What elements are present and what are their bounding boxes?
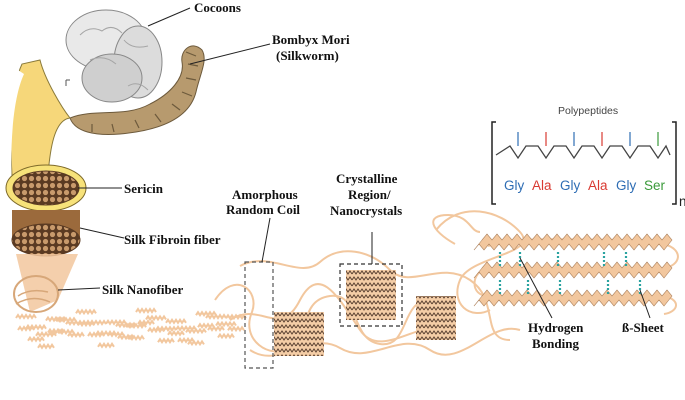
beta-sheet-label: ß-Sheet (622, 320, 665, 335)
nanofibril-chain (15, 307, 247, 350)
sericin-label: Sericin (124, 181, 164, 196)
amorphous-pointer (261, 217, 271, 263)
crystal-block (346, 270, 396, 320)
nanofibril-segment (127, 334, 145, 342)
beta-sheet-pointer (639, 289, 651, 319)
residue-labels: Gly Ala Gly Ala Gly Ser (504, 178, 666, 193)
nanofibril-segment (195, 310, 217, 317)
random-coil (435, 210, 525, 315)
right-bracket (672, 121, 677, 205)
silkworm-illustration (69, 45, 205, 135)
nanofibril-segment (187, 339, 205, 347)
cocoons-pointer (147, 7, 191, 27)
nanofibril-segment (227, 325, 245, 333)
nanofibril-segment (155, 325, 177, 333)
nanofibril-segment (85, 319, 107, 326)
residue-gly: Gly (504, 178, 525, 193)
crystal-block (274, 312, 324, 356)
nanofibril-segment (167, 330, 185, 337)
nanofibril-segment (67, 331, 85, 338)
silk-nanofiber-label: Silk Nanofiber (102, 282, 183, 297)
amorphous-label: Amorphous (232, 187, 298, 202)
crystalline-blocks (244, 261, 456, 369)
nanofibril-segment (205, 313, 227, 320)
random-coil-label: Random Coil (226, 202, 300, 217)
cocoons-illustration (65, 9, 163, 103)
nanofibril-segment (35, 331, 57, 338)
bombyx-mori-label: Bombyx Mori (272, 32, 350, 47)
amorphous-highlight-box (244, 261, 274, 369)
region-label: Region/ (348, 187, 391, 202)
beta-strands (473, 233, 673, 307)
nanofibril-segment (37, 343, 55, 350)
residue-ala: Ala (588, 178, 608, 193)
crystalline-label: Crystalline (336, 171, 398, 186)
left-bracket (491, 121, 496, 205)
random-coil (229, 283, 441, 343)
hydrogen-label: Hydrogen (528, 320, 584, 335)
nanofibril-segment (27, 335, 45, 343)
pointer-lines (57, 7, 651, 319)
nanofibril-segment (107, 331, 125, 338)
nanofibril-segment (177, 336, 195, 344)
peptide-backbone (495, 132, 671, 160)
nanofibril-segment (197, 322, 215, 329)
silk-fibroin-fiber-label: Silk Fibroin fiber (124, 232, 221, 247)
nanofibril-segment (57, 328, 75, 336)
repeat-subscript: n (679, 194, 685, 209)
bonding-label: Bonding (532, 336, 579, 351)
cocoons-label: Cocoons (194, 0, 241, 15)
polypeptide-formula: Polypeptides Gly Ala Gly Ala Gly Ser n (491, 105, 685, 209)
crystal-block (416, 296, 456, 340)
nanofibril-segment (97, 341, 115, 349)
residue-gly: Gly (560, 178, 581, 193)
nanofiber-pointer (57, 287, 101, 291)
nanofibril-segment (217, 332, 235, 340)
nanofibril-segment (25, 323, 47, 331)
silkworm-label: (Silkworm) (276, 48, 339, 63)
nanofibril-segment (207, 325, 225, 332)
crystalline-highlight-box (339, 263, 403, 327)
hbond-pointer (519, 257, 553, 319)
nanofibril-segment (125, 322, 147, 330)
nanofibril-segment (215, 320, 237, 328)
nanofibril-segment (137, 319, 155, 326)
beta-sheet-structure (432, 213, 679, 315)
residue-ser: Ser (644, 178, 666, 193)
nanofibril-segment (135, 307, 157, 314)
nanofibril-segment (15, 313, 37, 320)
nanocrystals-label: Nanocrystals (330, 203, 402, 218)
beta-strand (473, 261, 673, 279)
fibroin-pointer (79, 227, 125, 239)
backbone-line (495, 144, 671, 160)
silkworm-pointer (189, 43, 271, 65)
beta-strand (473, 233, 673, 251)
nanofibril-segment (185, 327, 207, 335)
fiber-hierarchy-illustration (5, 59, 87, 313)
nanofibril-segment (75, 308, 97, 316)
residue-ala: Ala (532, 178, 552, 193)
nanofibril-segment (157, 337, 175, 345)
nanofibril-segment (225, 313, 247, 321)
polypeptides-title: Polypeptides (558, 105, 618, 117)
nanofibril-segment (145, 314, 167, 322)
nanofibril-segment (165, 318, 187, 325)
beta-strand (473, 289, 673, 307)
residue-gly: Gly (616, 178, 637, 193)
